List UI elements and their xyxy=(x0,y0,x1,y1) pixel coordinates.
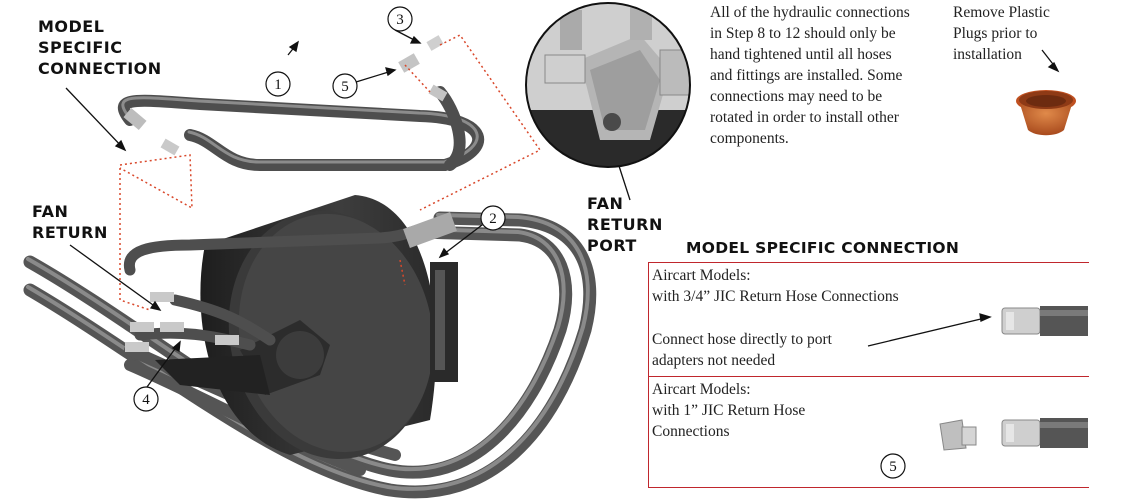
table-row-3-4-jic: Aircart Models: with 3/4” JIC Return Hos… xyxy=(648,262,1089,377)
note-line: hand tightened until all hoses xyxy=(710,46,892,63)
row-note: Connect hose directly to port adapters n… xyxy=(652,329,832,371)
model-specific-connection-label: MODEL SPECIFIC CONNECTION xyxy=(38,16,162,79)
note-line: components. xyxy=(710,130,789,147)
callout-3 xyxy=(387,6,413,32)
label-line: PORT xyxy=(587,236,637,255)
callout-number: 4 xyxy=(142,392,150,408)
callout-number: 3 xyxy=(396,12,404,28)
note-line: All of the hydraulic connections xyxy=(710,4,910,21)
row-text: Aircart Models: with 1” JIC Return Hose … xyxy=(652,379,805,442)
row-line: with 1” JIC Return Hose xyxy=(652,402,806,419)
plug-note: Remove Plastic Plugs prior to installati… xyxy=(953,2,1050,65)
callout-number: 2 xyxy=(489,211,497,227)
leader-arrows xyxy=(65,29,1060,388)
callout-number: 1 xyxy=(274,77,282,93)
hose-end-3-4-jic xyxy=(1001,306,1088,336)
callout-2 xyxy=(480,205,506,231)
label-line: FAN xyxy=(587,194,624,213)
port-detail-inset xyxy=(525,2,691,168)
label-line: SPECIFIC xyxy=(38,38,123,57)
table-title: MODEL SPECIFIC CONNECTION xyxy=(686,239,960,257)
fittings xyxy=(123,35,457,352)
note-line: and fittings are installed. Some xyxy=(710,67,903,84)
note-line: Plugs prior to xyxy=(953,25,1038,42)
row-line: with 3/4” JIC Return Hose Connections xyxy=(652,288,899,305)
loop-hose xyxy=(118,86,485,171)
fan-return-port-label: FAN RETURN PORT xyxy=(587,193,663,256)
callout-number: 5 xyxy=(889,459,897,475)
instruction-note: All of the hydraulic connections in Step… xyxy=(710,2,910,149)
note-line: rotated in order to install other xyxy=(710,109,899,126)
note-line: in Step 8 to 12 should only be xyxy=(710,25,896,42)
callout-5 xyxy=(332,73,358,99)
callout-5b xyxy=(880,453,906,479)
table-row-1-jic: Aircart Models: with 1” JIC Return Hose … xyxy=(648,376,1089,488)
label-line: RETURN xyxy=(587,215,663,234)
row-line: Connections xyxy=(652,423,730,440)
row-line: Connect hose directly to port xyxy=(652,331,832,348)
row-line: Aircart Models: xyxy=(652,381,751,398)
fan-return-label: FAN RETURN xyxy=(32,201,108,243)
note-line: installation xyxy=(953,46,1022,63)
row-text: Aircart Models: with 3/4” JIC Return Hos… xyxy=(652,265,899,307)
label-line: FAN xyxy=(32,202,69,221)
adapter-fitting-5 xyxy=(939,419,977,451)
note-line: Remove Plastic xyxy=(953,4,1050,21)
callout-4 xyxy=(133,386,159,412)
callout-number: 5 xyxy=(341,79,349,95)
dotted-leaders xyxy=(119,34,542,311)
callout-circles xyxy=(133,6,906,479)
label-line: RETURN xyxy=(32,223,108,242)
callout-numbers: 1 2 3 4 5 5 xyxy=(142,12,897,475)
plastic-plug-icon xyxy=(1016,90,1076,136)
label-line: CONNECTION xyxy=(38,59,162,78)
callout-1 xyxy=(265,71,291,97)
note-line: connections may need to be xyxy=(710,88,883,105)
label-line: MODEL xyxy=(38,17,105,36)
hose-end-1-jic xyxy=(1001,418,1088,448)
row-line: adapters not needed xyxy=(652,352,776,369)
row-line: Aircart Models: xyxy=(652,267,751,284)
fan-motor xyxy=(155,195,458,460)
